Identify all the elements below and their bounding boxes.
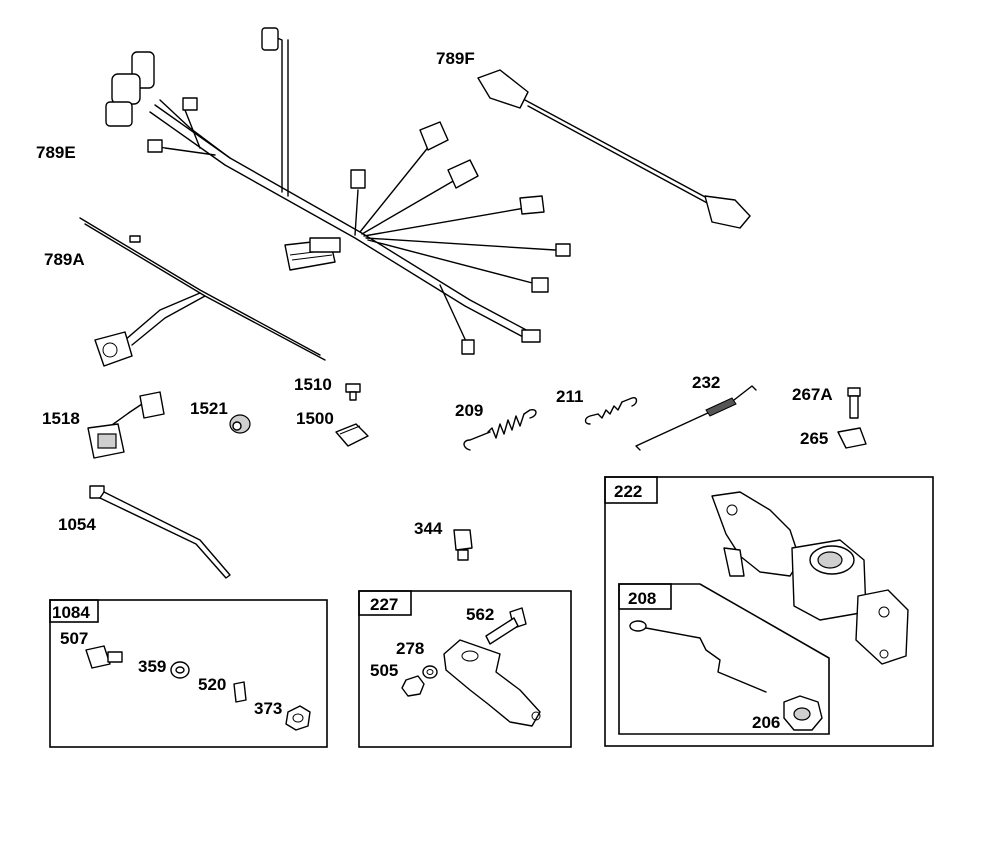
label-209: 209 bbox=[455, 401, 483, 420]
label-206: 206 bbox=[752, 713, 780, 732]
harness-connector-top bbox=[261, 27, 279, 51]
part-278-washer bbox=[422, 665, 438, 679]
part-209-spring bbox=[463, 408, 537, 451]
label-789F: 789F bbox=[436, 49, 475, 68]
kit-1084-box bbox=[49, 599, 328, 748]
part-227-bracket bbox=[443, 639, 541, 727]
label-232: 232 bbox=[692, 373, 720, 392]
harness-connector-f bbox=[350, 169, 366, 189]
harness-789A bbox=[79, 217, 326, 367]
part-265-clip bbox=[837, 427, 867, 449]
label-505: 505 bbox=[370, 661, 398, 680]
label-1054: 1054 bbox=[58, 515, 96, 534]
harness-connector-h bbox=[447, 159, 479, 189]
harness-connector-d bbox=[182, 97, 198, 111]
label-265: 265 bbox=[800, 429, 828, 448]
part-1500-connector bbox=[335, 423, 369, 447]
harness-main-block-connector bbox=[284, 237, 341, 271]
label-373: 373 bbox=[254, 699, 282, 718]
part-208-link-rod bbox=[629, 620, 767, 693]
label-227: 227 bbox=[370, 595, 398, 614]
label-359: 359 bbox=[138, 657, 166, 676]
harness-connector-m bbox=[461, 339, 475, 355]
label-211: 211 bbox=[556, 387, 583, 406]
part-373-nut bbox=[285, 705, 311, 731]
kit-222-box bbox=[604, 476, 934, 747]
label-278: 278 bbox=[396, 639, 424, 658]
part-1054-cable-tie bbox=[89, 485, 231, 579]
label-267A: 267A bbox=[792, 385, 833, 404]
kit-227-box bbox=[358, 590, 572, 748]
part-562-shoulder-bolt bbox=[485, 607, 527, 645]
part-211-spring bbox=[584, 396, 638, 425]
part-505-nut bbox=[401, 675, 425, 697]
part-267A-bolt bbox=[847, 387, 861, 419]
label-789A: 789A bbox=[44, 250, 85, 269]
label-1518: 1518 bbox=[42, 409, 80, 428]
part-507 bbox=[85, 645, 123, 669]
label-520: 520 bbox=[198, 675, 226, 694]
label-1500: 1500 bbox=[296, 409, 334, 428]
part-1521-grommet bbox=[229, 414, 251, 434]
part-206-knob bbox=[783, 695, 823, 731]
label-562: 562 bbox=[466, 605, 494, 624]
label-344: 344 bbox=[414, 519, 443, 538]
harness-connector-c bbox=[105, 101, 133, 127]
part-1518-connector-lead bbox=[87, 391, 165, 459]
kit-208-box bbox=[618, 583, 830, 735]
harness-connector-k bbox=[531, 277, 549, 293]
label-1521: 1521 bbox=[190, 399, 228, 418]
part-222-solenoid-assembly bbox=[711, 491, 909, 665]
main-wiring-harness bbox=[105, 27, 571, 355]
label-1510: 1510 bbox=[294, 375, 332, 394]
harness-connector-j bbox=[555, 243, 571, 257]
part-1510-screw bbox=[345, 383, 361, 401]
part-520-bracket bbox=[233, 681, 247, 703]
label-1084: 1084 bbox=[52, 603, 90, 622]
part-344-bolt bbox=[453, 529, 473, 561]
label-507: 507 bbox=[60, 629, 88, 648]
label-789E: 789E bbox=[36, 143, 76, 162]
harness-connector-l bbox=[521, 329, 541, 343]
label-222: 222 bbox=[614, 482, 642, 501]
harness-789F bbox=[477, 69, 751, 229]
harness-connector-b bbox=[111, 73, 141, 105]
part-359-lock-washer bbox=[170, 661, 190, 679]
harness-connector-e bbox=[147, 139, 163, 153]
harness-connector-g bbox=[419, 121, 449, 151]
label-208: 208 bbox=[628, 589, 656, 608]
harness-connector-i bbox=[519, 195, 545, 215]
part-232-spring-rod bbox=[635, 385, 757, 451]
